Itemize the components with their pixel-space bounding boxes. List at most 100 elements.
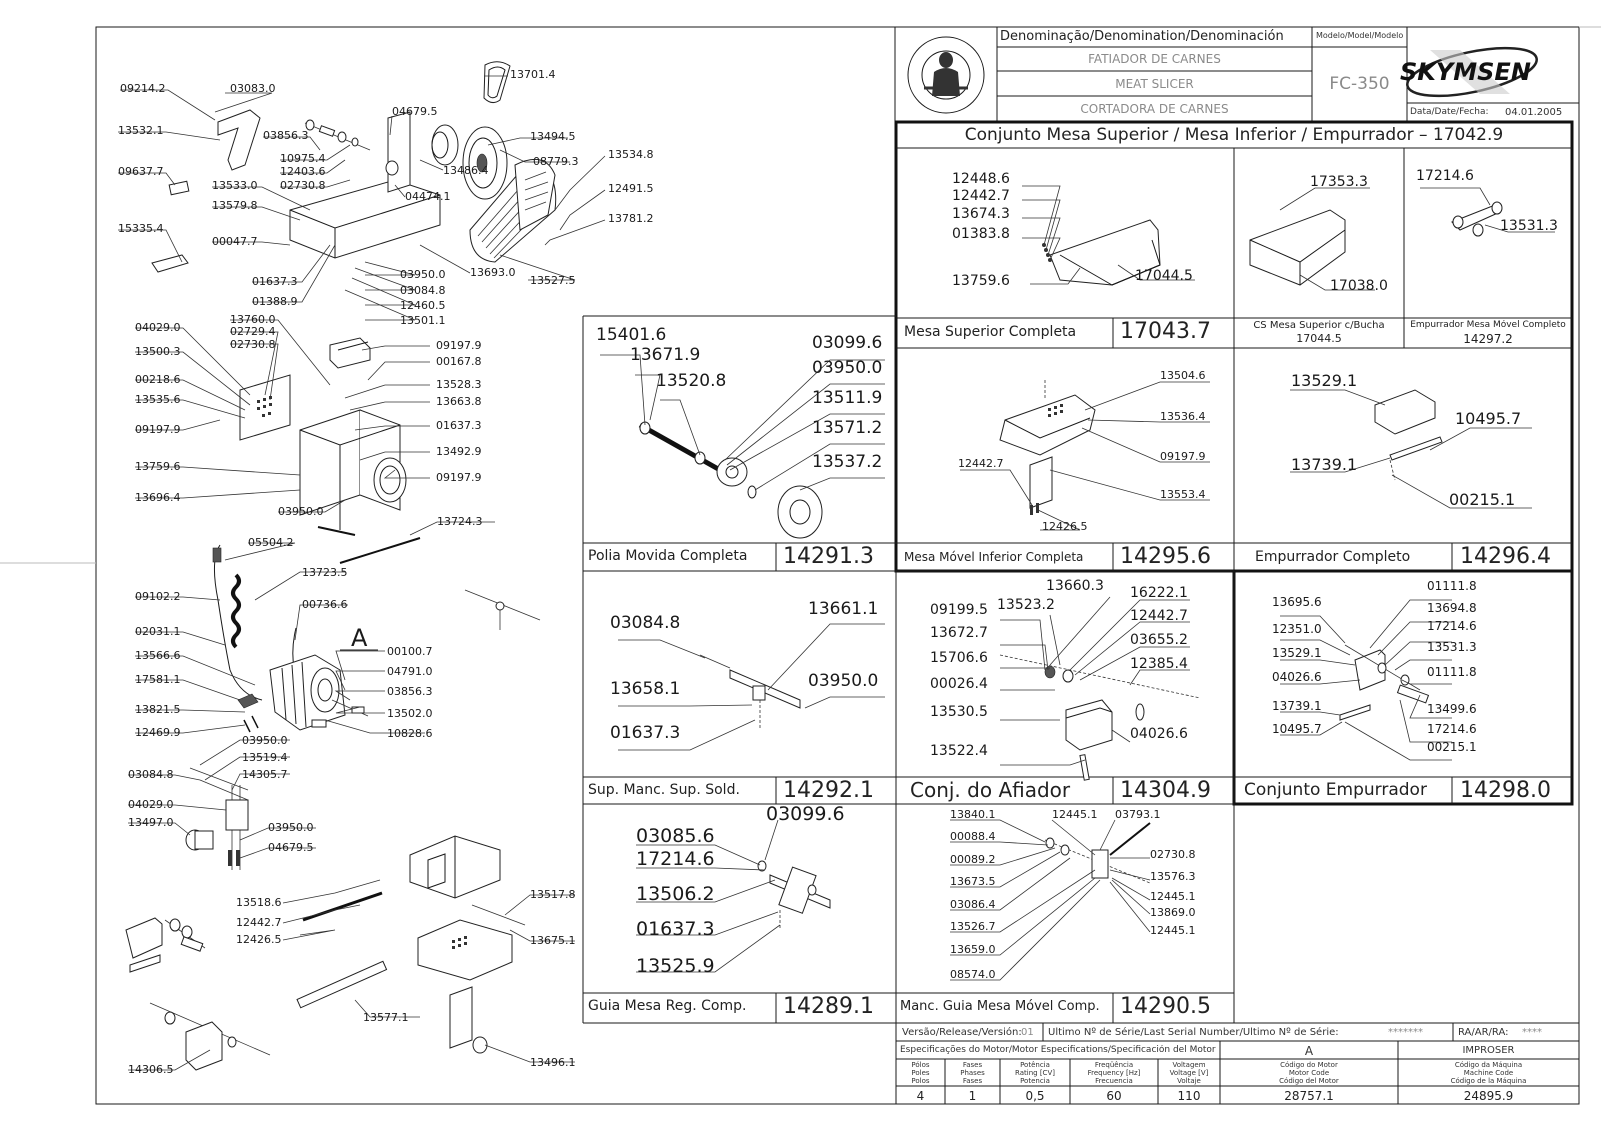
part-label-empurrador-completo: 10495.7 — [1455, 409, 1521, 428]
part-label-manc-guia: 03793.1 — [1115, 808, 1161, 821]
part-label-exploded: 13759.6 — [135, 460, 181, 473]
guia-mesa-drawing — [636, 819, 831, 973]
val-frequency: 60 — [1106, 1089, 1122, 1103]
version-value: 01 — [1021, 1027, 1034, 1038]
part-label-polia: 15401.6 — [596, 325, 666, 345]
part-label-sup-manc: 03950.0 — [808, 671, 878, 691]
main-assembly-title: Conjunto Mesa Superior / Mesa Inferior /… — [964, 125, 1504, 145]
footer-table-lines — [896, 1023, 1579, 1104]
part-label-exploded: 09102.2 — [135, 590, 181, 603]
mesa-superior-label: Mesa Superior Completa — [904, 324, 1077, 340]
polia-label: Polia Movida Completa — [588, 548, 748, 564]
part-label-exploded: 10975.4 — [280, 152, 326, 165]
part-label-polia: 13537.2 — [812, 452, 882, 472]
ra-label: RA/AR/RA: — [1458, 1027, 1509, 1038]
part-label-guia-mesa: 01637.3 — [636, 918, 715, 940]
val-phases: 1 — [968, 1089, 977, 1103]
part-label-mesa-movel: 13504.6 — [1160, 369, 1206, 382]
part-label-exploded: 13519.4 — [242, 751, 288, 764]
empurrador-movel-label: Empurrador Mesa Móvel Completo — [1410, 320, 1566, 330]
part-label-sup-manc: 01637.3 — [610, 723, 680, 743]
part-label-afiador: 13523.2 — [997, 597, 1055, 613]
part-label-sup-manc: 13658.1 — [610, 679, 680, 699]
part-label-exploded: 03084.8 — [400, 284, 446, 297]
part-label-afiador: 03655.2 — [1130, 632, 1188, 648]
part-label-exploded: 17581.1 — [135, 673, 181, 686]
manc-guia-drawing — [950, 819, 1151, 981]
part-label-exploded: 03950.0 — [400, 268, 446, 281]
part-label-exploded: 12469.9 — [135, 726, 181, 739]
part-label-exploded: 09197.9 — [436, 339, 482, 352]
col-poles: Pólos Poles Polos — [911, 1061, 930, 1085]
part-label-exploded: 13723.5 — [302, 566, 348, 579]
name-en: MEAT SLICER — [1115, 77, 1194, 91]
part-label-manc-guia: 13659.0 — [950, 943, 996, 956]
part-label-polia: 13671.9 — [630, 345, 700, 365]
sub-panels-lines — [582, 315, 1579, 1104]
part-label-afiador: 13660.3 — [1046, 578, 1104, 594]
part-label-exploded: 13821.5 — [135, 703, 181, 716]
part-label-mesa-superior: 17044.5 — [1135, 268, 1193, 284]
col-voltage: Voltagem Voltage [V] Voltaje — [1169, 1061, 1209, 1085]
part-label-guia-mesa: 13506.2 — [636, 883, 715, 905]
part-label-afiador: 13672.7 — [930, 625, 988, 641]
part-label-exploded: 13696.4 — [135, 491, 181, 504]
part-label-afiador: 12442.7 — [1130, 608, 1188, 624]
part-label-manc-guia: 00088.4 — [950, 830, 996, 843]
mesa-movel-code: 14295.6 — [1120, 544, 1211, 569]
part-label-empurrador-completo: 00215.1 — [1449, 490, 1515, 509]
part-label-conjunto-empurrador: 13739.1 — [1272, 699, 1322, 713]
afiador-drawing — [999, 596, 1201, 781]
part-label-manc-guia: 13576.3 — [1150, 870, 1196, 883]
part-label-exploded: 12426.5 — [236, 933, 282, 946]
part-label-conjunto-empurrador: 17214.6 — [1427, 722, 1477, 736]
part-label-exploded: 05504.2 — [248, 536, 294, 549]
part-label-polia: 13520.8 — [656, 371, 726, 391]
manc-guia-code: 14290.5 — [1120, 994, 1211, 1019]
part-label-exploded: 04029.0 — [128, 798, 174, 811]
empurrador-completo-code: 14296.4 — [1460, 544, 1551, 569]
part-label-exploded: 13577.1 — [363, 1011, 409, 1024]
motor-letter: A — [1304, 1044, 1314, 1058]
part-label-guia-mesa: 13525.9 — [636, 955, 715, 977]
part-label-exploded: 04474.1 — [405, 190, 451, 203]
part-label-exploded: 13502.0 — [387, 707, 433, 720]
part-label-exploded: 03084.8 — [128, 768, 174, 781]
exploded-view-drawing: A — [118, 61, 606, 1071]
skymsen-logo: SKYMSEN — [1400, 46, 1538, 98]
title-block-lines — [894, 27, 1579, 121]
name-pt: FATIADOR DE CARNES — [1088, 52, 1221, 66]
part-label-manc-guia: 13673.5 — [950, 875, 996, 888]
denomination-label: Denominação/Denomination/Denominación — [1000, 29, 1284, 44]
part-label-exploded: 04029.0 — [135, 321, 181, 334]
part-label-cs-mesa: 17038.0 — [1330, 278, 1388, 294]
manc-guia-label: Manc. Guia Mesa Móvel Comp. — [900, 999, 1100, 1014]
date-value: 04.01.2005 — [1505, 107, 1563, 118]
part-label-exploded: 14305.7 — [242, 768, 288, 781]
part-label-manc-guia: 12445.1 — [1052, 808, 1098, 821]
part-label-exploded: 13527.5 — [530, 274, 576, 287]
part-label-exploded: 03856.3 — [387, 685, 433, 698]
empurrador-completo-drawing — [1290, 389, 1532, 509]
part-label-mesa-movel: 13536.4 — [1160, 410, 1206, 423]
part-label-manc-guia: 03086.4 — [950, 898, 996, 911]
val-machine-code: 24895.9 — [1463, 1089, 1514, 1103]
part-label-exploded: 00100.7 — [387, 645, 433, 658]
part-label-exploded: 00736.6 — [302, 598, 348, 611]
part-label-exploded: 03950.0 — [268, 821, 314, 834]
part-label-conjunto-empurrador: 04026.6 — [1272, 670, 1322, 684]
part-label-exploded: 08779.3 — [533, 155, 579, 168]
part-label-empurrador-movel: 13531.3 — [1500, 218, 1558, 234]
part-label-exploded: 12491.5 — [608, 182, 654, 195]
polia-drawing — [600, 354, 885, 539]
supplier: IMPROSER — [1462, 1045, 1515, 1056]
part-label-exploded: 01637.3 — [436, 419, 482, 432]
sup-manc-drawing — [618, 623, 885, 751]
part-label-polia: 13571.2 — [812, 418, 882, 438]
part-label-exploded: 13693.0 — [470, 266, 516, 279]
part-label-guia-mesa: 17214.6 — [636, 848, 715, 870]
part-label-manc-guia: 12445.1 — [1150, 924, 1196, 937]
mesa-superior-code: 17043.7 — [1120, 319, 1211, 344]
part-label-polia: 03950.0 — [812, 358, 882, 378]
